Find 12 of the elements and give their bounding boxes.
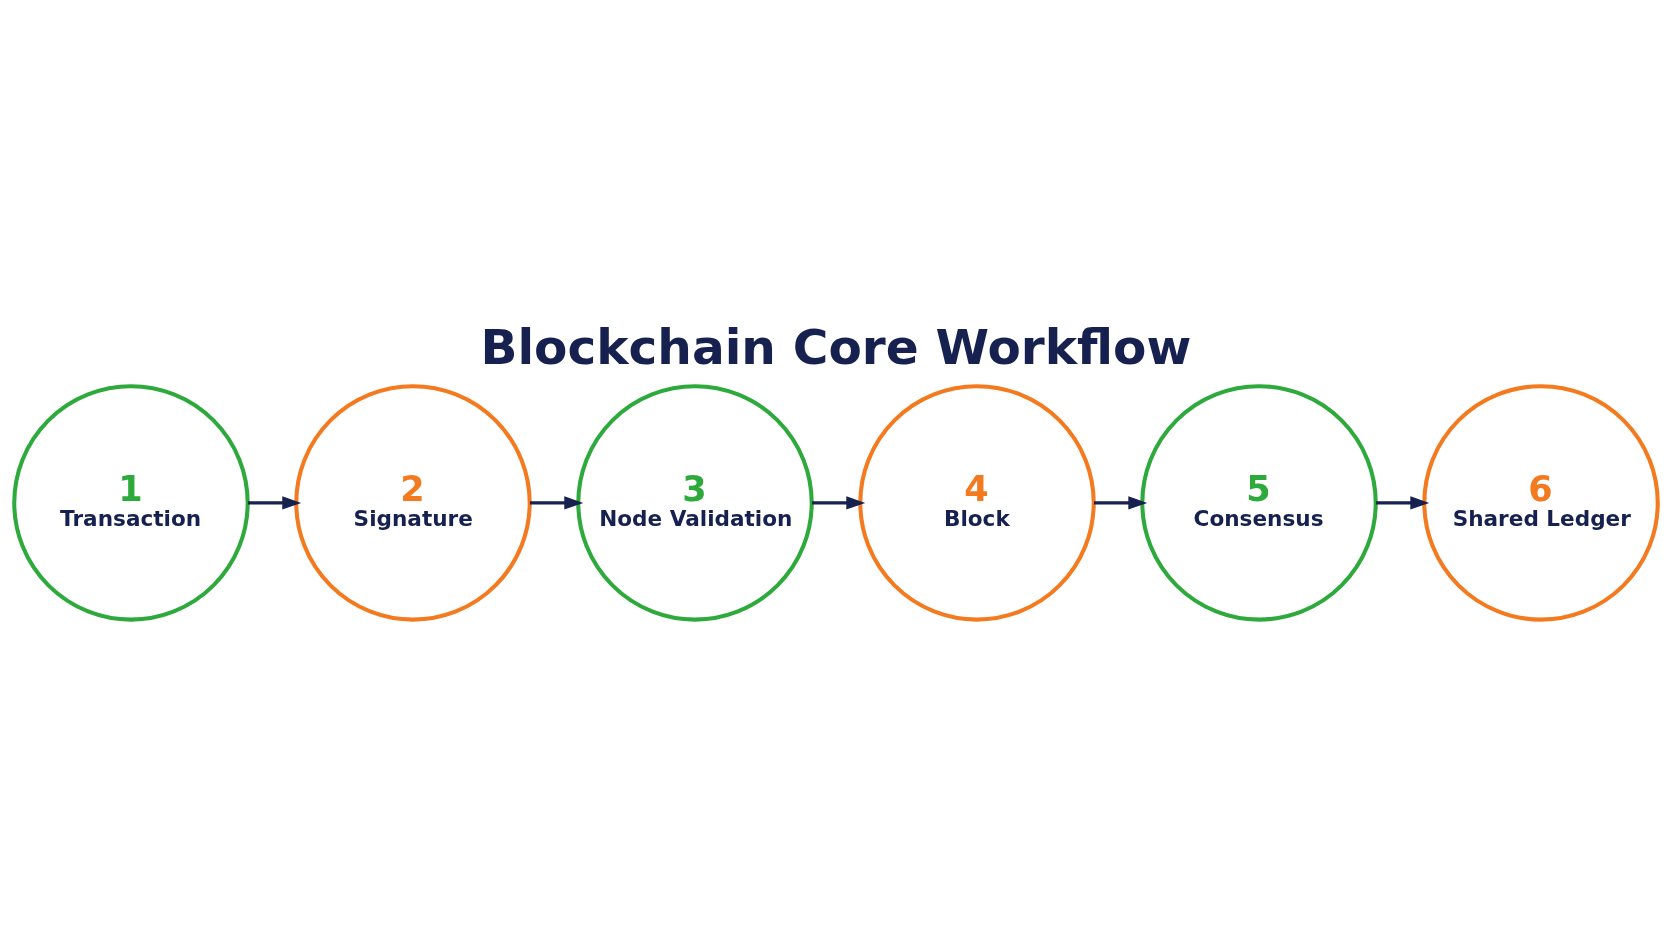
arrow [1094, 496, 1148, 510]
node-circle: 1 Transaction [12, 384, 250, 622]
arrow [247, 496, 302, 510]
node-circle: 3 Node Validation [576, 384, 814, 622]
node-circle: 6 Shared Ledger [1422, 384, 1660, 622]
arrow [529, 496, 584, 510]
node-circle: 5 Consensus [1140, 384, 1378, 622]
arrow [811, 496, 866, 510]
diagram-title: Blockchain Core Workflow [480, 319, 1192, 376]
node-circle: 4 Block [858, 384, 1096, 622]
arrow [1376, 496, 1430, 510]
node-circle: 2 Signature [294, 384, 532, 622]
